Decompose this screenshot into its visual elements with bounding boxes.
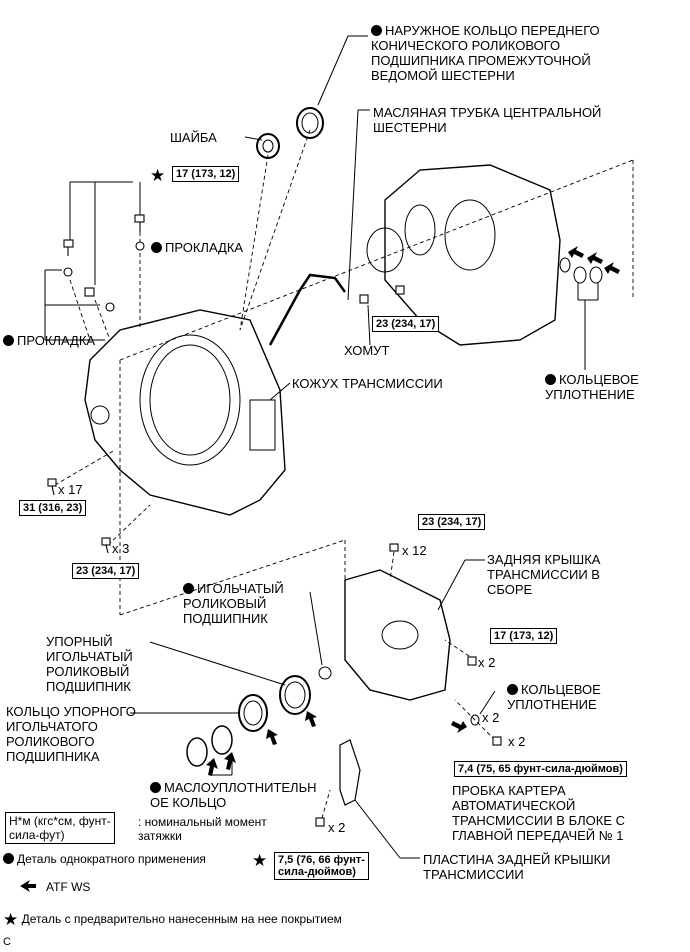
o-ring-top-label: КОЛЬЦЕВОЕ УПЛОТНЕНИЕ <box>545 372 639 402</box>
qty-2b: x 2 <box>482 710 500 725</box>
case-label: КОЖУХ ТРАНСМИССИИ <box>292 376 443 391</box>
single-use-dot-icon <box>3 853 14 864</box>
legend-star-mark: ★ <box>252 851 268 870</box>
torque-75: 7,5 (76, 66 фунт- сила-дюймов) <box>274 852 369 880</box>
oil-pipe-label: МАСЛЯНАЯ ТРУБКА ЦЕНТРАЛЬНОЙ ШЕСТЕРНИ <box>373 105 602 135</box>
torque-top: 17 (173, 12) <box>172 166 240 182</box>
single-use-dot-icon <box>183 583 194 594</box>
washer-label: ШАЙБА <box>170 130 217 145</box>
qty-17: x 17 <box>58 482 83 497</box>
legend-unit-desc: : номинальный момент затяжки <box>138 815 267 843</box>
single-use-dot-icon <box>151 242 162 253</box>
torque-23-rear: 23 (234, 17) <box>418 514 486 530</box>
qty-3: x 3 <box>112 541 130 556</box>
gasket-right-label: ПРОКЛАДКА <box>151 240 243 255</box>
torque-23-left: 23 (234, 17) <box>72 563 140 579</box>
rear-cover-label: ЗАДНЯЯ КРЫШКА ТРАНСМИССИИ В СБОРЕ <box>487 552 601 597</box>
torque-clamp: 23 (234, 17) <box>372 316 440 332</box>
legend-unit-box: Н*м (кгс*см, фунт- сила-фут) <box>5 812 115 844</box>
thrust-race-label: КОЛЬЦО УПОРНОГО ИГОЛЬЧАТОГО РОЛИКОВОГО П… <box>6 704 136 764</box>
legend-single-use: Деталь однократного применения <box>3 852 206 866</box>
torque-top-group: ★ <box>150 166 166 185</box>
precoated-star-icon: ★ <box>3 910 19 929</box>
corner-mark: C <box>3 936 11 948</box>
outer-race-label: НАРУЖНОЕ КОЛЬЦО ПЕРЕДНЕГО КОНИЧЕСКОГО РО… <box>371 23 600 83</box>
qty-2d: x 2 <box>328 820 346 835</box>
clamp-label: ХОМУТ <box>344 343 390 358</box>
legend-atf: ATF WS <box>46 880 91 894</box>
torque-31: 31 (316, 23) <box>19 500 87 516</box>
gasket-left-label: ПРОКЛАДКА <box>3 333 95 348</box>
single-use-dot-icon <box>545 374 556 385</box>
torque-17-rear: 17 (173, 12) <box>490 628 558 644</box>
thrust-bearing-label: УПОРНЫЙ ИГОЛЬЧАТЫЙ РОЛИКОВЫЙ ПОДШИПНИК <box>46 634 133 694</box>
qty-12: x 12 <box>402 543 427 558</box>
qty-2a: x 2 <box>478 655 496 670</box>
plate-label: ПЛАСТИНА ЗАДНЕЙ КРЫШКИ ТРАНСМИССИИ <box>423 852 611 882</box>
o-ring-bottom-label: КОЛЬЦЕВОЕ УПЛОТНЕНИЕ <box>507 682 601 712</box>
single-use-dot-icon <box>371 25 382 36</box>
precoated-star-icon: ★ <box>150 166 166 185</box>
single-use-dot-icon <box>507 684 518 695</box>
legend-precoated: ★ Деталь с предварительно нанесенным на … <box>3 910 342 929</box>
single-use-dot-icon <box>3 335 14 346</box>
single-use-dot-icon <box>150 782 161 793</box>
needle-bearing-label: ИГОЛЬЧАТЫЙ РОЛИКОВЫЙ ПОДШИПНИК <box>183 581 284 626</box>
oil-seal-label: МАСЛОУПЛОТНИТЕЛЬН ОЕ КОЛЬЦО <box>150 780 317 810</box>
qty-2c: x 2 <box>508 734 526 749</box>
plug-label: ПРОБКА КАРТЕРА АВТОМАТИЧЕСКОЙ ТРАНСМИССИ… <box>452 783 625 843</box>
precoated-star-icon: ★ <box>252 851 268 870</box>
torque-plug: 7,4 (75, 65 фунт-сила-дюймов) <box>454 761 627 777</box>
